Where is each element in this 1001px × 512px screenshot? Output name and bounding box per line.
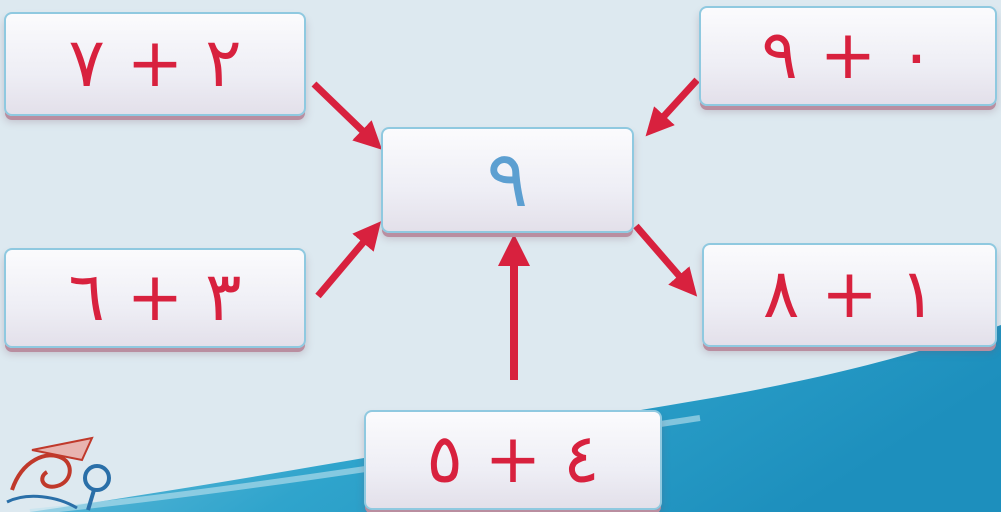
- card-middle-right: ١ + ٨: [702, 243, 997, 347]
- expression-top-right: ٠ + ٩: [761, 16, 935, 95]
- expression-middle-left: ٣ + ٦: [68, 258, 242, 337]
- card-center: ٩: [381, 127, 634, 233]
- card-bottom: ٤ + ٥: [364, 410, 662, 510]
- center-number: ٩: [486, 135, 529, 225]
- expression-bottom: ٤ + ٥: [426, 420, 600, 499]
- blue-wave: [30, 325, 1001, 512]
- card-middle-left: ٣ + ٦: [4, 248, 306, 348]
- card-top-right: ٠ + ٩: [699, 6, 997, 106]
- card-top-left: ٢ + ٧: [4, 12, 306, 116]
- expression-middle-right: ١ + ٨: [762, 255, 937, 334]
- expression-top-left: ٢ + ٧: [68, 24, 242, 103]
- logo-icon: [6, 436, 111, 511]
